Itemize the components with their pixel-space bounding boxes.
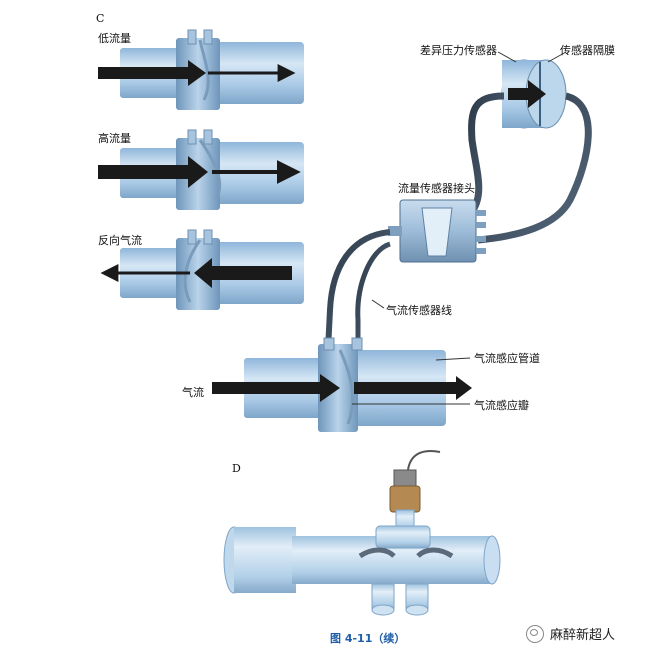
high-flow-label: 高流量 (98, 132, 131, 145)
reverse-flow-label: 反向气流 (98, 234, 142, 247)
d-left-wide (234, 527, 296, 593)
d-cable-boot (393, 469, 417, 489)
sensing-tube-leader (435, 357, 471, 361)
connector-pin-2 (476, 222, 486, 228)
connector-channel (421, 207, 453, 257)
d-inner-left-channel (358, 547, 396, 559)
main-flow-sensor (212, 337, 472, 432)
diff-pressure-sensor-label: 差异压力传感器 (420, 44, 497, 57)
diff-sensor-arrow (508, 80, 546, 108)
main-flap (338, 349, 355, 425)
reverse-flow-port-2 (203, 229, 213, 245)
diff-sensor-leader (497, 51, 517, 63)
connector-pin-3 (476, 236, 486, 242)
low-flow-flap (198, 39, 210, 101)
panel-d-device (223, 450, 501, 616)
high-flow-port-1 (187, 129, 197, 145)
airflow-sensing-flap-label: 气流感应瓣 (474, 399, 529, 412)
low-flow-in-arrow (98, 60, 206, 86)
low-flow-sensor (98, 29, 304, 110)
low-flow-label: 低流量 (98, 32, 131, 45)
reverse-flow-port-1 (187, 229, 197, 245)
high-flow-in-arrow (98, 156, 208, 188)
connector-pin-1 (476, 210, 486, 216)
flow-sensor-connector-label: 流量传感器接头 (398, 182, 475, 195)
airflow-sensor-line-label: 气流传感器线 (386, 304, 452, 317)
reverse-flow-sensor (100, 229, 304, 310)
main-in-arrow (212, 374, 340, 402)
hose-right-lower (355, 241, 391, 350)
diff-pressure-sensor (501, 59, 567, 129)
high-flow-port-2 (203, 129, 213, 145)
connector-pin-4 (476, 248, 486, 254)
d-port-left-end (371, 604, 395, 616)
figure-caption: 图 4-11（续） (330, 632, 406, 645)
watermark-text: 麻醉新超人 (550, 628, 616, 643)
hose-right-upper (477, 92, 592, 244)
reverse-flow-in-arrow (194, 258, 292, 288)
main-out-arrow (354, 376, 472, 400)
diaphragm-leader (547, 51, 567, 63)
connector-stub (388, 226, 402, 236)
section-d-label: D (232, 462, 241, 475)
d-inner-right-channel (416, 547, 454, 559)
airflow-label: 气流 (182, 386, 204, 399)
d-cable (407, 450, 441, 471)
airflow-sensing-tube-label: 气流感应管道 (474, 352, 540, 365)
hose-left-lower (325, 229, 391, 351)
main-port-1 (323, 337, 335, 351)
high-flow-sensor (98, 129, 304, 210)
d-port-right-end (405, 604, 429, 616)
d-top-block (375, 525, 431, 549)
reverse-flow-flap (183, 239, 202, 303)
low-flow-port-1 (187, 29, 197, 45)
watermark: 麻醉新超人 (526, 624, 615, 643)
wechat-logo-icon (526, 624, 544, 643)
sensor-diaphragm-label: 传感器隔膜 (560, 44, 615, 57)
d-right-cap (483, 535, 501, 585)
hose-left-upper (467, 92, 505, 217)
flow-sensor-connector (388, 199, 486, 263)
low-flow-port-2 (203, 29, 213, 45)
main-port-2 (351, 337, 363, 351)
d-connector-nut (389, 485, 421, 513)
section-c-label: C (96, 12, 105, 25)
sensor-line-leader (371, 299, 385, 309)
